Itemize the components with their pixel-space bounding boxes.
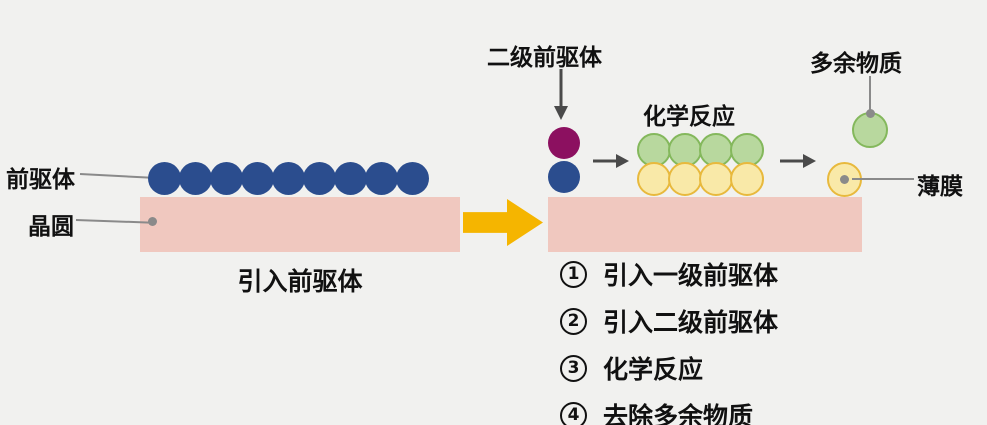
precursor-molecule [210,162,243,195]
precursor-pointer-line [79,173,152,179]
step-item-1: 1 引入一级前驱体 [560,256,778,292]
reacted-molecule [730,133,764,167]
excess-pointer-dot [866,109,875,118]
step-number-icon: 3 [560,354,587,382]
film-pointer-dot [840,175,849,184]
reaction-label: 化学反应 [643,104,735,130]
reaction-green-row [637,133,764,167]
step-label: 去除多余物质 [603,402,754,425]
thin-film-label: 薄膜 [917,174,963,200]
step-label: 化学反应 [603,355,704,384]
film-molecule [730,162,764,196]
step-number-icon: 4 [560,401,587,425]
precursor-molecule [241,162,274,195]
film-molecule [668,162,702,196]
precursor-molecule [396,162,429,195]
step-number-icon: 1 [560,260,587,288]
wafer-substrate-left [140,197,460,252]
step-item-3: 3 化学反应 [560,350,778,386]
wafer-pointer-dot [148,217,157,226]
right-block-arrow-icon [463,199,543,246]
left-caption: 引入前驱体 [237,267,363,296]
step-number-icon: 2 [560,307,587,335]
precursor-molecule [148,162,181,195]
step-item-4: 4 去除多余物质 [560,397,778,425]
down-arrow-icon [554,69,568,120]
wafer-label: 晶圆 [28,214,74,240]
step-label: 引入二级前驱体 [603,308,779,337]
right-arrow-icon [593,154,629,168]
precursor-molecule-row [148,162,429,195]
wafer-substrate-right [548,197,862,252]
secondary-precursor-label: 二级前驱体 [487,45,602,71]
precursor-molecule [303,162,336,195]
precursor-label: 前驱体 [6,167,75,193]
precursor-molecule [179,162,212,195]
reaction-yellow-row [637,162,764,196]
wafer-pointer-line [75,219,150,224]
excess-pointer-line [869,76,871,114]
film-pointer-line [852,178,914,180]
excess-material-label: 多余物质 [810,51,902,77]
precursor-molecule [365,162,398,195]
precursor-molecule [272,162,305,195]
step-item-2: 2 引入二级前驱体 [560,303,778,339]
right-arrow-icon [780,154,816,168]
precursor-molecule [334,162,367,195]
process-steps: 1 引入一级前驱体 2 引入二级前驱体 3 化学反应 4 去除多余物质 [560,256,778,425]
step-label: 引入一级前驱体 [603,261,779,290]
primary-precursor-molecule [548,161,580,193]
film-molecule [699,162,733,196]
secondary-precursor-molecule [548,127,580,159]
film-molecule [637,162,671,196]
